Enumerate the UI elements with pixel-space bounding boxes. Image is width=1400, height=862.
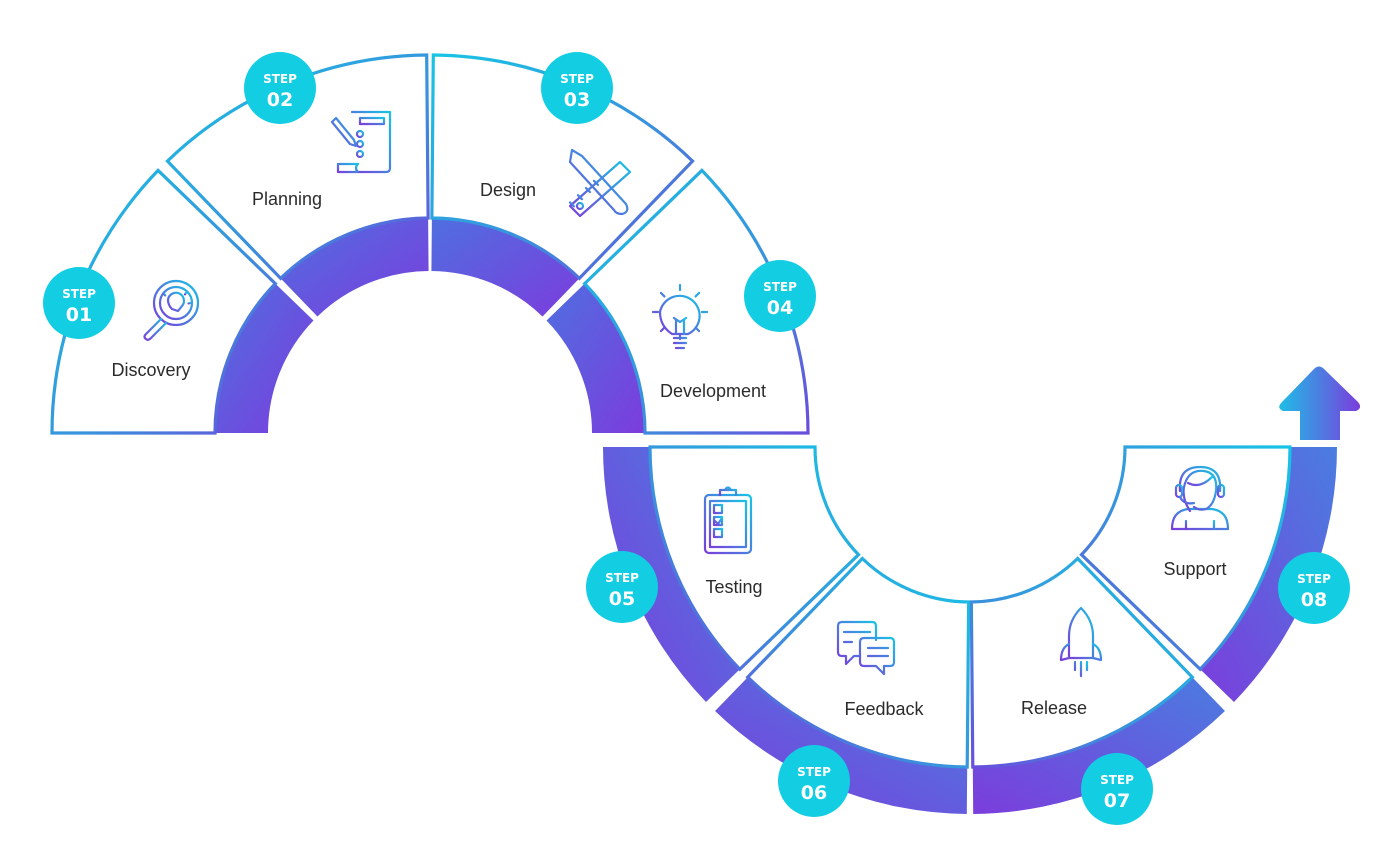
- step-badge-prefix: STEP: [1297, 572, 1331, 586]
- step-badge-number: 08: [1301, 589, 1327, 611]
- step-badge-07: STEP 07: [1081, 753, 1153, 825]
- step-badge-prefix: STEP: [560, 72, 594, 86]
- step-badge-number: 07: [1104, 790, 1130, 812]
- step-panels: [50, 53, 1292, 769]
- step-badge-prefix: STEP: [763, 280, 797, 294]
- step-badge-circle: [1278, 552, 1350, 624]
- step-panel-06: [745, 556, 971, 769]
- band-segment-06: [715, 677, 968, 814]
- step-label-04: Development: [660, 381, 766, 401]
- step-label-03: Design: [480, 180, 536, 200]
- band-segment-01: [215, 283, 314, 433]
- step-labels: Discovery Planning DesignDevelopmentTestin…: [111, 180, 1226, 719]
- step-panel-08: [1079, 445, 1292, 672]
- step-badge-circle: [1081, 753, 1153, 825]
- step-label-06: Feedback: [844, 699, 924, 719]
- step-badge-prefix: STEP: [797, 765, 831, 779]
- step-label-08: Support: [1163, 559, 1226, 579]
- step-badge-08: STEP 08: [1278, 552, 1350, 624]
- step-badge-prefix: STEP: [263, 72, 297, 86]
- step-badge-03: STEP 03: [541, 52, 613, 124]
- step-panel-05: [648, 445, 861, 672]
- step-badge-circle: [541, 52, 613, 124]
- step-badge-number: 02: [267, 89, 293, 111]
- step-badge-circle: [244, 52, 316, 124]
- step-panel-04: [582, 168, 810, 435]
- chat-bubbles-icon: [836, 620, 896, 676]
- step-panel-01: [50, 168, 278, 435]
- arrow-up-icon: [1279, 366, 1361, 440]
- band-segment-07: [972, 677, 1225, 814]
- gear-lightbulb-icon: [651, 283, 709, 350]
- step-badge-number: 05: [609, 588, 635, 610]
- step-panel-02: [165, 53, 430, 281]
- step-label-07: Release: [1021, 698, 1087, 718]
- progress-bands: [215, 218, 1337, 814]
- magnifier-lightbulb-icon: [143, 279, 200, 341]
- step-badge-circle: [586, 551, 658, 623]
- band-segment-05: [603, 447, 740, 702]
- band-segment-08: [1200, 447, 1337, 702]
- step-badge-prefix: STEP: [62, 287, 96, 301]
- step-badge-number: 03: [564, 89, 590, 111]
- step-badges: STEP01STEP02STEP03STEP04STEP05STEP06STEP…: [43, 52, 1350, 825]
- step-badge-02: STEP 02: [244, 52, 316, 124]
- step-badge-circle: [43, 267, 115, 339]
- step-badge-number: 01: [66, 304, 92, 326]
- headset-agent-icon: [1170, 465, 1230, 531]
- checklist-document-pencil-icon: [330, 110, 392, 174]
- step-badge-06: STEP 06: [778, 745, 850, 817]
- step-icons: [143, 110, 1230, 678]
- band-segment-04: [546, 283, 645, 433]
- step-badge-circle: [744, 260, 816, 332]
- step-badge-prefix: STEP: [1100, 773, 1134, 787]
- step-badge-circle: [778, 745, 850, 817]
- step-badge-number: 04: [767, 297, 793, 319]
- clipboard-checklist-icon: [703, 486, 753, 555]
- step-badge-01: STEP 01: [43, 267, 115, 339]
- rocket-icon: [1059, 606, 1103, 678]
- pencil-ruler-icon: [568, 148, 632, 218]
- step-label-02: Planning: [252, 189, 322, 209]
- band-segment-02: [280, 218, 429, 317]
- step-label-01: Discovery: [111, 360, 190, 380]
- step-badge-05: STEP 05: [586, 551, 658, 623]
- band-segment-03: [431, 218, 580, 317]
- step-badge-number: 06: [801, 782, 827, 804]
- step-panel-03: [430, 53, 695, 281]
- step-badge-04: STEP 04: [744, 260, 816, 332]
- step-label-05: Testing: [705, 577, 762, 597]
- step-badge-prefix: STEP: [605, 571, 639, 585]
